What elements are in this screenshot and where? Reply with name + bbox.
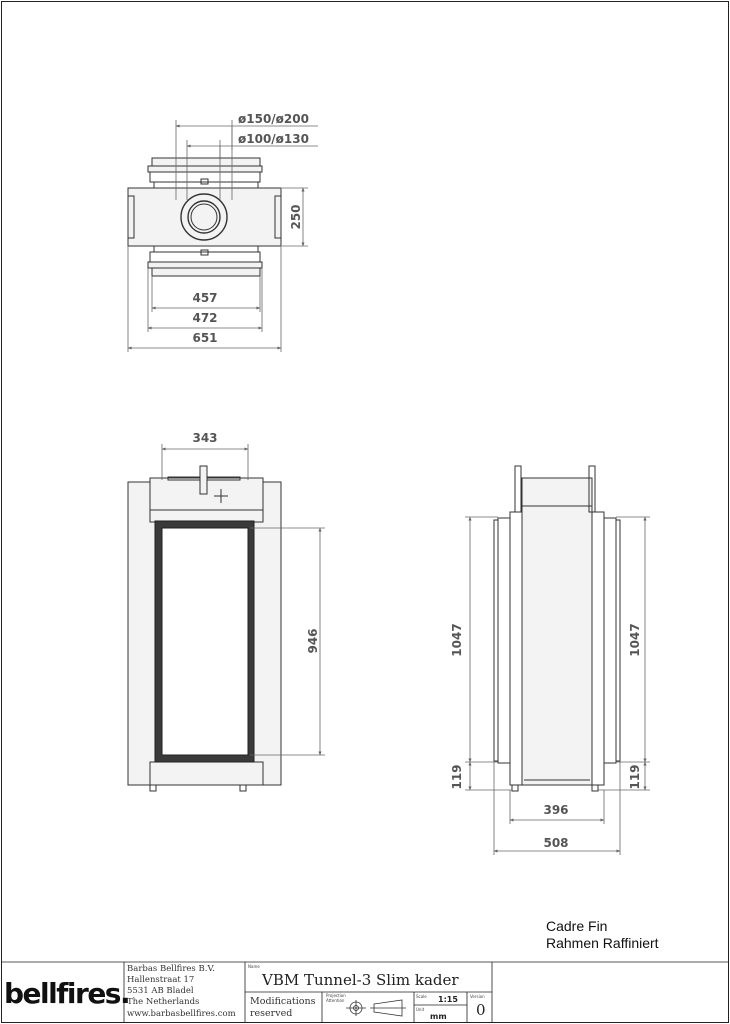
dim-front-width: 343 [192,431,217,445]
front-view [127,465,282,792]
modifications-line-2: reserved [250,1008,292,1019]
unit-value: mm [430,1012,447,1021]
title-block-frame [1,961,729,1022]
dim-flue-inner: ø100/ø130 [238,132,309,146]
dim-side-height-left: 1047 [450,623,464,656]
version-label: Version [470,994,485,999]
name-label: Name [248,964,260,969]
dim-396: 396 [543,803,568,817]
address-line-3: 5531 AB Bladel [127,986,194,996]
address-line-1: Barbas Bellfires B.V. [127,964,215,974]
side-view-dimensions [465,516,650,855]
dim-side-base-right: 119 [628,764,642,789]
scale-label: Scale [416,994,427,999]
dim-side-height-right: 1047 [628,623,642,656]
dim-472: 472 [192,311,217,325]
dim-508: 508 [543,836,568,850]
projection-label: Projection [326,993,346,998]
top-view [127,157,282,277]
modifications-line-1: Modifications [250,996,316,1007]
dim-651: 651 [192,331,217,345]
projection-symbol-icon [346,999,406,1017]
dim-front-height: 946 [306,628,320,653]
scale-value: 1:15 [438,995,458,1004]
address-line-2: Hallenstraat 17 [127,975,194,985]
caption-line-1: Cadre Fin [546,918,607,934]
bellfires-logo: bellfires. [4,977,129,1010]
caption-line-2: Rahmen Raffiniert [546,935,659,951]
dim-flue-outer: ø150/ø200 [238,112,309,126]
dim-457: 457 [192,291,217,305]
dim-side-base-left: 119 [450,764,464,789]
address-website[interactable]: www.barbasbellfires.com [127,1009,236,1019]
attention-label: Attention [326,998,345,1003]
address-line-4: The Netherlands [127,997,199,1007]
unit-label: Unit [416,1007,425,1012]
side-view [493,465,621,792]
dim-depth: 250 [289,204,303,229]
front-view-dimensions [161,444,325,756]
version-value: 0 [476,1001,486,1019]
drawing-name: VBM Tunnel-3 Slim kader [261,971,459,989]
top-view-dimensions [127,120,318,352]
